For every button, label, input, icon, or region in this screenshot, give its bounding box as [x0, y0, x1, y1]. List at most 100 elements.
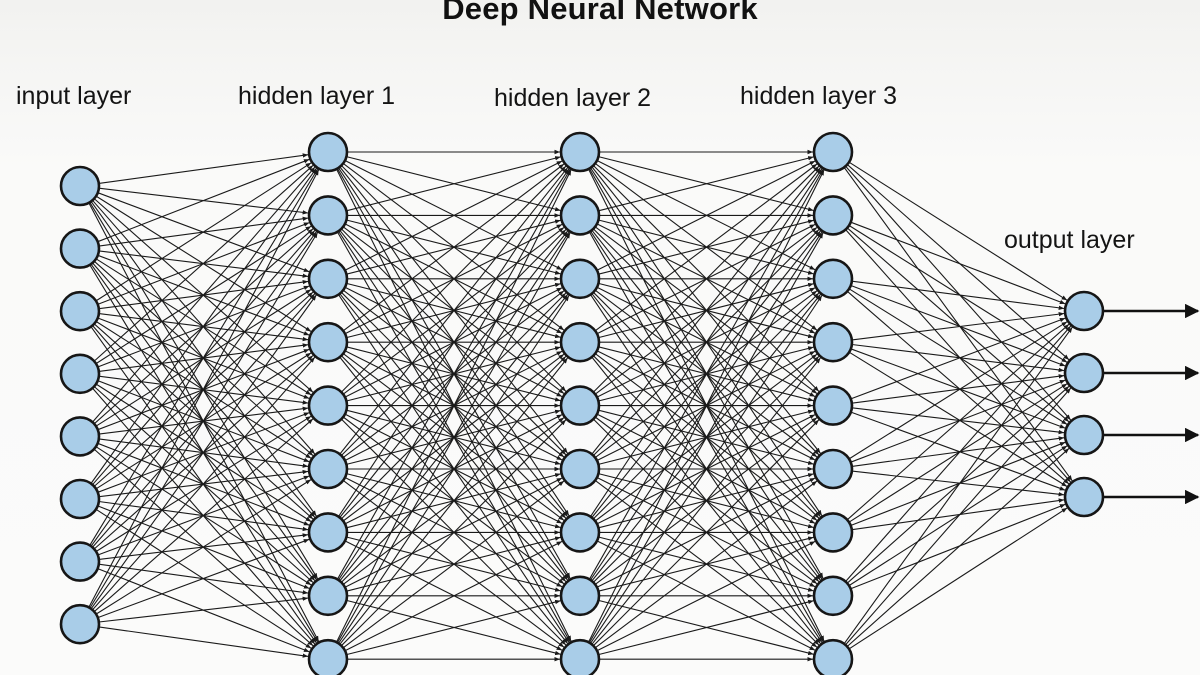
connection-edge	[346, 156, 561, 212]
layer-label-input: input layer	[16, 82, 132, 110]
connection-edge	[344, 540, 563, 652]
connection-edge	[850, 379, 1066, 463]
connection-edge	[851, 470, 1065, 497]
connection-edge	[594, 163, 818, 332]
connection-edge	[846, 323, 1070, 521]
neuron-hidden-3-2	[812, 195, 854, 236]
neuron-hidden-1-8	[307, 575, 349, 617]
neuron-output-2	[1063, 352, 1105, 394]
neuron-hidden-2-3	[559, 258, 601, 300]
connection-edge	[596, 160, 816, 271]
connection-edge	[846, 290, 1070, 485]
connection-edge	[97, 538, 310, 619]
connection-edge	[338, 295, 570, 644]
neuron-hidden-2-6	[559, 448, 601, 490]
connection-edge	[850, 441, 1066, 527]
connection-edge	[850, 348, 1066, 429]
connection-edge	[845, 325, 1072, 582]
neuron-hidden-1-9	[307, 638, 349, 675]
connection-edge	[594, 480, 818, 649]
connection-edge	[336, 169, 572, 643]
connection-edge	[92, 356, 316, 611]
connection-edge	[843, 167, 1073, 482]
neuron-hidden-3-3	[812, 258, 854, 300]
connection-edge	[848, 225, 1068, 363]
connection-edge	[843, 326, 1073, 645]
connection-edge	[851, 311, 1065, 341]
neuron-hidden-2-5	[559, 385, 601, 426]
connection-edge	[851, 407, 1065, 435]
connection-edge	[95, 162, 312, 302]
connection-edge	[97, 158, 310, 243]
connection-edge	[591, 167, 821, 455]
connection-edge	[588, 169, 824, 580]
neuron-hidden-1-5	[307, 385, 349, 426]
connection-edge	[95, 479, 312, 615]
connection-edge	[346, 599, 561, 656]
neuron-hidden-2-7	[559, 512, 601, 553]
connection-edge	[90, 167, 317, 484]
connection-edge	[98, 596, 309, 623]
connection-edge	[93, 418, 314, 613]
neuron-hidden-3-7	[812, 512, 854, 553]
neuron-hidden-1-3	[307, 258, 349, 300]
neuron-hidden-3-1	[812, 131, 854, 173]
connection-edge	[850, 221, 1066, 305]
layer-label-hidden-1: hidden layer 1	[238, 82, 396, 110]
connection-edge	[846, 164, 1070, 361]
neuron-input-6	[59, 478, 101, 520]
neuron-hidden-1-4	[307, 321, 349, 363]
connections	[88, 149, 1073, 662]
connection-edge	[98, 626, 309, 658]
connection-edge	[89, 168, 319, 546]
neuron-hidden-1-7	[307, 512, 349, 553]
neuron-hidden-3-8	[812, 575, 854, 617]
neuron-hidden-2-8	[559, 575, 601, 617]
neuron-hidden-2-2	[559, 195, 601, 236]
connection-edge	[339, 357, 569, 645]
connection-edge	[89, 232, 319, 609]
connection-edge	[341, 165, 567, 393]
connection-edge	[598, 156, 814, 212]
connection-edge	[98, 153, 309, 184]
connection-edge	[851, 280, 1065, 310]
neuron-hidden-1-2	[307, 195, 349, 236]
connection-edge	[590, 295, 823, 644]
connection-edge	[88, 169, 320, 608]
output-arrows	[1103, 303, 1200, 505]
neuron-hidden-2-9	[559, 638, 601, 675]
neuron-output-3	[1063, 414, 1105, 456]
connection-edge	[851, 436, 1065, 467]
layer-label-output: output layer	[1004, 226, 1135, 254]
neuron-hidden-3-5	[812, 385, 854, 426]
neuron-input-4	[59, 353, 101, 395]
neurons	[59, 131, 1105, 675]
layer-label-hidden-3: hidden layer 3	[740, 82, 898, 110]
layer-label-hidden-2: hidden layer 2	[494, 84, 652, 112]
neuron-hidden-3-9	[812, 638, 854, 675]
connection-edge	[845, 229, 1072, 483]
connection-edge	[848, 161, 1068, 301]
connection-edge	[593, 165, 820, 393]
neuron-hidden-3-4	[812, 321, 854, 363]
neuron-input-7	[59, 541, 101, 582]
connection-edge	[588, 232, 824, 643]
connection-edge	[588, 169, 825, 643]
neuron-input-3	[59, 290, 101, 332]
connection-edge	[845, 165, 1072, 421]
neuron-hidden-1-6	[307, 448, 349, 490]
neuron-hidden-1-1	[307, 131, 349, 173]
diagram-title: Deep Neural Network	[442, 0, 758, 26]
connection-edge	[850, 317, 1066, 400]
neuron-input-1	[59, 165, 101, 207]
connection-edge	[590, 168, 823, 517]
connection-edge	[850, 284, 1066, 367]
connection-edge	[851, 343, 1065, 373]
connection-edge	[338, 168, 570, 517]
connection-edge	[342, 480, 565, 649]
connection-edge	[851, 374, 1065, 404]
connection-edge	[341, 419, 567, 647]
connection-edge	[92, 166, 316, 423]
